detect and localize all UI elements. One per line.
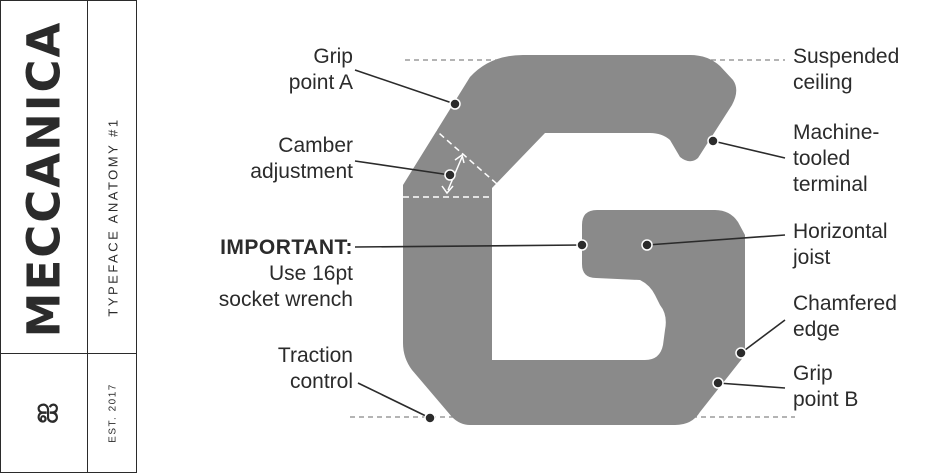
label-terminal-line2: tooled <box>793 147 851 170</box>
label-camber-line2: adjustment <box>250 160 353 183</box>
label-joist-line2: joist <box>793 246 831 269</box>
label-horizontal-joist: Horizontal joist <box>793 219 888 271</box>
leader-grip-point-a <box>354 69 456 105</box>
marker-grip-point-a <box>449 98 461 110</box>
label-important-title: IMPORTANT: <box>220 236 353 259</box>
marker-grip-point-b <box>712 377 724 389</box>
label-camber-adjustment: Camber adjustment <box>250 133 353 185</box>
camber-arrow-head-bottom <box>441 185 454 195</box>
label-grip-point-a-line2: point A <box>288 71 353 94</box>
marker-horizontal-joist <box>641 239 653 251</box>
leader-horizontal-joist <box>646 234 786 246</box>
label-suspended-ceiling: Suspended ceiling <box>793 44 899 96</box>
label-traction-control: Traction control <box>278 343 353 395</box>
letter-g-glyph <box>403 55 745 425</box>
marker-chamfered-edge <box>735 347 747 359</box>
label-chamfered-line1: Chamfered <box>793 292 897 315</box>
label-terminal-line1: Machine- <box>793 121 880 144</box>
label-grip-point-b-line1: Grip <box>793 362 833 385</box>
leader-grip-point-b <box>717 382 786 389</box>
label-chamfered-edge: Chamfered edge <box>793 291 897 343</box>
label-grip-point-b-line2: point B <box>793 388 859 411</box>
label-grip-point-a: Grip point A <box>289 44 353 96</box>
label-camber-line1: Camber <box>278 134 353 157</box>
label-grip-point-b: Grip point B <box>793 361 858 413</box>
marker-camber <box>444 169 456 181</box>
label-ceiling-line2: ceiling <box>793 71 853 94</box>
leader-important <box>354 244 583 248</box>
leader-camber <box>354 160 451 176</box>
label-traction-line2: control <box>289 370 353 393</box>
leader-chamfered-edge <box>740 319 786 354</box>
label-grip-point-a-line1: Grip <box>313 45 353 68</box>
label-chamfered-line2: edge <box>793 318 840 341</box>
marker-important <box>576 239 588 251</box>
label-traction-line1: Traction <box>277 344 353 367</box>
camber-guide-top <box>431 126 498 185</box>
sidebar-horizontal-divider <box>1 353 136 354</box>
marker-machine-tooled <box>707 135 719 147</box>
camber-arrow-head-top <box>454 153 465 164</box>
label-terminal-line3: terminal <box>793 173 868 196</box>
leader-traction <box>357 382 431 419</box>
label-important-line2: socket wrench <box>218 288 353 311</box>
label-ceiling-line1: Suspended <box>793 45 900 68</box>
sidebar-vertical-divider <box>87 1 88 472</box>
marker-traction <box>424 412 436 424</box>
label-machine-tooled-terminal: Machine- tooled terminal <box>793 120 879 198</box>
sidebar-panel: MECCANICA TYPEFACE ANATOMY #1 ஐ EST. 201… <box>0 0 137 473</box>
label-important-note: IMPORTANT: Use 16pt socket wrench <box>219 235 353 313</box>
label-joist-line1: Horizontal <box>793 220 888 243</box>
label-important-line1: Use 16pt <box>268 262 353 285</box>
leader-machine-tooled <box>712 140 786 159</box>
